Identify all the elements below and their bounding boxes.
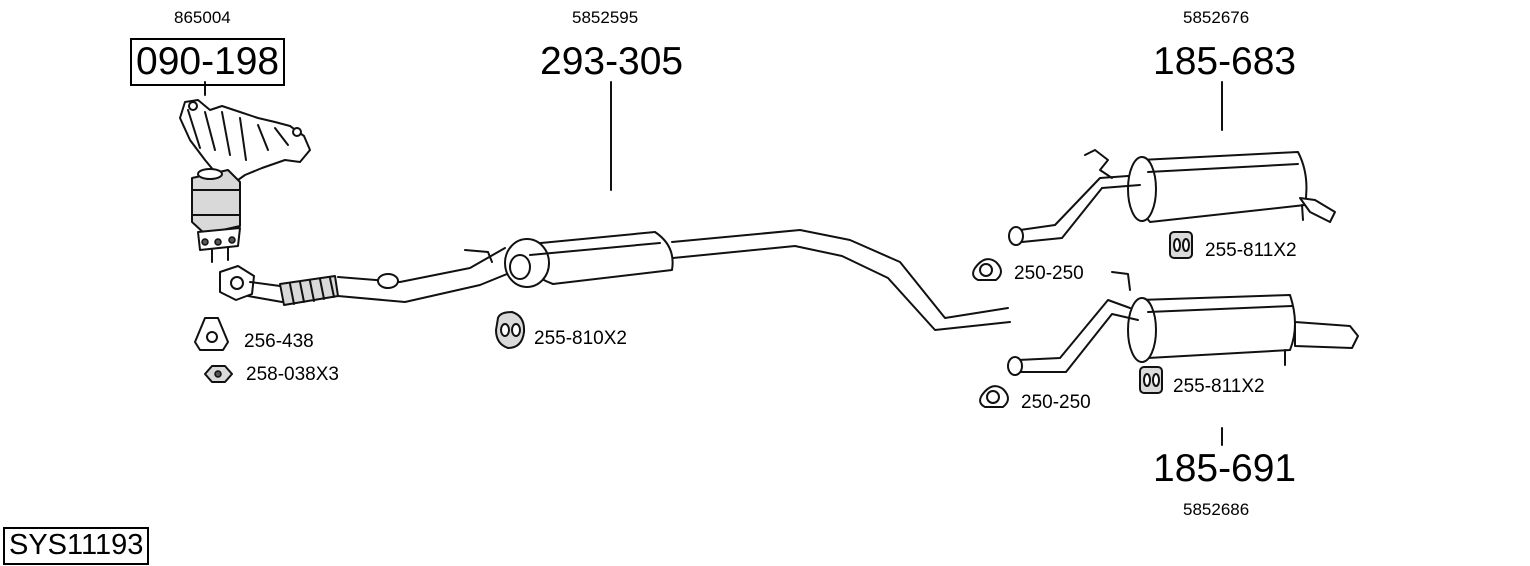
front-pipe-drawing[interactable] <box>219 247 513 306</box>
nut-icon <box>204 365 233 383</box>
rubber-mount-icon-lower <box>1139 366 1163 394</box>
rear-mount-upper-part-number[interactable]: 255-811X2 <box>1205 240 1297 261</box>
system-code: SYS11193 <box>3 527 150 565</box>
rubber-mount-icon-upper <box>1169 231 1193 259</box>
rear-mount-lower-part-number[interactable]: 255-811X2 <box>1173 376 1265 397</box>
oe-number-rear-silencer-upper: 5852676 <box>1183 8 1250 27</box>
part-number-manifold[interactable]: 090-198 <box>130 38 286 86</box>
nut-part-number[interactable]: 258-038X3 <box>246 364 339 385</box>
clamp-upper-part-number[interactable]: 250-250 <box>1014 263 1084 284</box>
clamp-icon-upper <box>972 258 1002 281</box>
rear-silencer-lower-drawing[interactable] <box>1007 271 1359 376</box>
leader-lines <box>204 81 1223 446</box>
part-number-rear-silencer-upper[interactable]: 185-683 <box>1153 40 1297 83</box>
gasket-icon <box>194 317 229 351</box>
oe-number-center-silencer: 5852595 <box>572 8 639 27</box>
rubber-mount-icon-center <box>495 311 526 349</box>
rear-silencer-upper-drawing[interactable] <box>1008 149 1336 246</box>
catalytic-manifold-drawing[interactable] <box>179 99 311 263</box>
gasket-part-number[interactable]: 256-438 <box>244 331 314 352</box>
clamp-lower-part-number[interactable]: 250-250 <box>1021 392 1091 413</box>
oe-number-manifold: 865004 <box>174 8 231 27</box>
part-number-rear-silencer-lower[interactable]: 185-691 <box>1153 447 1297 490</box>
part-number-center-silencer[interactable]: 293-305 <box>540 40 684 83</box>
center-mount-part-number[interactable]: 255-810X2 <box>534 328 627 349</box>
clamp-icon-lower <box>979 385 1009 408</box>
oe-number-rear-silencer-lower: 5852686 <box>1183 500 1250 519</box>
center-silencer-drawing[interactable] <box>504 229 1011 331</box>
